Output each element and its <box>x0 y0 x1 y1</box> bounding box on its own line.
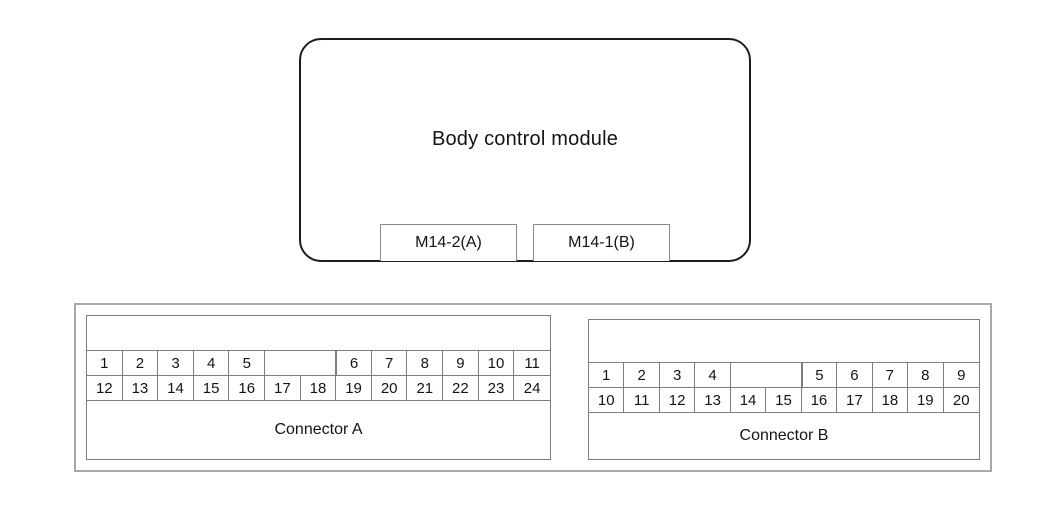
connector-a-pin-6[interactable]: 6 <box>336 351 372 375</box>
connector-a-pin-1[interactable]: 1 <box>87 351 123 375</box>
connector-b-pin-9[interactable]: 9 <box>957 366 966 384</box>
connector-a-pin-17[interactable]: 17 <box>265 376 301 400</box>
connector-b-pin-19[interactable]: 19 <box>908 388 944 412</box>
connector-b-pin-2[interactable]: 2 <box>624 363 660 387</box>
connector-a-pin-10[interactable]: 10 <box>479 351 515 375</box>
connector-a-pin-21[interactable]: 21 <box>407 376 444 400</box>
module-tab-m14-2-a[interactable]: M14-2(A) <box>380 224 517 261</box>
connector-b-pin-5[interactable]: 5 <box>801 363 838 387</box>
connector-a-pin-9[interactable]: 9 <box>443 351 479 375</box>
connector-b-pin-1[interactable]: 1 <box>589 363 625 387</box>
connector-a-pin-19[interactable]: 19 <box>336 376 372 400</box>
module-tab-m14-1-b[interactable]: M14-1(B) <box>533 224 670 261</box>
connector-a-pin-14[interactable]: 14 <box>158 376 194 400</box>
body-control-module-box: Body control module M14-2(A) M14-1(B) <box>299 38 751 262</box>
connector-a-pin-gap[interactable] <box>265 351 337 375</box>
connector-a-pin-16[interactable]: 16 <box>229 376 266 400</box>
module-title: Body control module <box>431 128 619 150</box>
connector-a-pin-22[interactable]: 22 <box>443 376 479 400</box>
connector-a-pin-12[interactable]: 12 <box>87 376 123 400</box>
connector-a-pin-8[interactable]: 8 <box>407 351 444 375</box>
connector-a-pin-13[interactable]: 13 <box>123 376 159 400</box>
connector-b-pin-10[interactable]: 10 <box>589 388 625 412</box>
connector-b-pin-4[interactable]: 4 <box>695 363 731 387</box>
connector-b-pin-6[interactable]: 6 <box>837 363 873 387</box>
connector-b-pin-18[interactable]: 18 <box>873 388 909 412</box>
connector-a-label: Connector A <box>274 421 363 438</box>
connector-b-pin-11[interactable]: 11 <box>624 388 660 412</box>
connector-a-pin-3[interactable]: 3 <box>158 351 194 375</box>
connector-a-pin-20[interactable]: 20 <box>372 376 408 400</box>
connector-b-pin-12[interactable]: 12 <box>660 388 696 412</box>
connector-b-pin-gap[interactable] <box>731 363 802 387</box>
connector-a-pin-24[interactable]: 24 <box>523 379 541 397</box>
connector-a-pin-15[interactable]: 15 <box>194 376 230 400</box>
connector-b-header-band <box>589 320 979 363</box>
connector-a-pin-5[interactable]: 5 <box>229 351 266 375</box>
connector-b-pin-17[interactable]: 17 <box>837 388 873 412</box>
connector-a-pin-23[interactable]: 23 <box>479 376 515 400</box>
module-connector-tabs: M14-2(A) M14-1(B) <box>301 224 749 261</box>
connector-b-pin-15[interactable]: 15 <box>766 388 802 412</box>
connector-a-pin-7[interactable]: 7 <box>372 351 408 375</box>
connector-a-pin-11[interactable]: 11 <box>524 354 540 372</box>
connector-b-pin-8[interactable]: 8 <box>908 363 944 387</box>
connector-a-pin-2[interactable]: 2 <box>123 351 159 375</box>
connector-a-pin-18[interactable]: 18 <box>301 376 337 400</box>
connector-b-pin-20[interactable]: 20 <box>952 391 970 409</box>
connector-b-label: Connector B <box>739 427 829 444</box>
connector-b-pin-14[interactable]: 14 <box>731 388 767 412</box>
connector-a-pin-4[interactable]: 4 <box>194 351 230 375</box>
connector-b-pin-3[interactable]: 3 <box>660 363 696 387</box>
connector-b-pin-7[interactable]: 7 <box>873 363 909 387</box>
connector-b-pin-13[interactable]: 13 <box>695 388 731 412</box>
connector-b-pin-16[interactable]: 16 <box>802 388 838 412</box>
connector-a-header-band <box>87 316 550 351</box>
